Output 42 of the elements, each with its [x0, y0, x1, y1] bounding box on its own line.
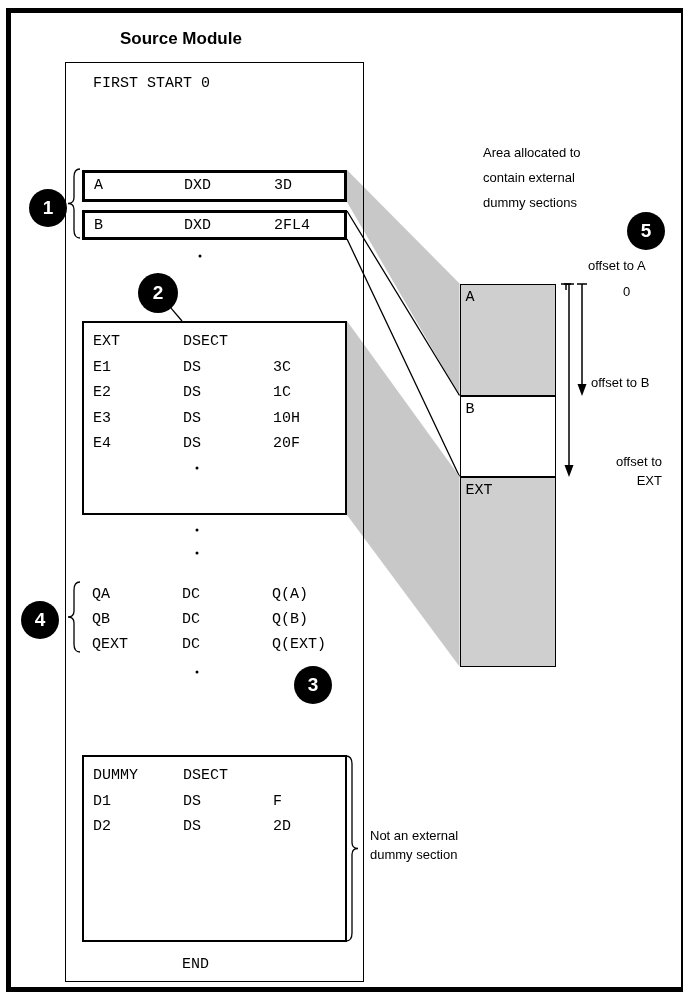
code-box: [82, 210, 347, 240]
callout-number: 2: [138, 273, 178, 313]
segment-label: A: [465, 288, 475, 306]
dimension-label: offset to B: [591, 374, 651, 392]
storage-segment: [459, 476, 556, 667]
segment-label: B: [465, 400, 475, 418]
storage-segment: [459, 283, 556, 396]
code-line: B DXD 2FL4: [94, 216, 311, 236]
code-box: [82, 170, 347, 202]
storage-segment: [459, 395, 556, 477]
code-line: FIRST START 0: [93, 75, 211, 92]
code-line: E2 DS 1C: [93, 383, 292, 404]
code-line: D1 DS F: [93, 791, 283, 812]
code-line: E1 DS 3C: [93, 357, 292, 378]
code-line: END: [182, 956, 209, 973]
code-line: E4 DS 20F: [93, 434, 301, 455]
code-line: QA DC Q(A): [92, 586, 309, 603]
code-line: QEXT DC Q(EXT): [92, 636, 327, 653]
dimension-label: offset to EXT: [615, 453, 662, 490]
code-line: D2 DS 2D: [93, 817, 292, 838]
callout-number: 1: [29, 189, 67, 227]
code-line: A DXD 3D: [94, 176, 293, 196]
area-caption: Area allocated to contain external dummy sections: [483, 144, 582, 212]
dimension-label: offset to A: [588, 257, 647, 275]
storage-area-column: [460, 284, 556, 667]
panel-heading: Source Module: [120, 29, 242, 49]
segment-label: EXT: [465, 481, 493, 499]
code-line: E3 DS 10H: [93, 408, 301, 429]
callout-number: 5: [627, 212, 665, 250]
callout-number: 4: [21, 601, 59, 639]
leader-line: [170, 307, 183, 322]
code-box: [82, 321, 347, 515]
code-box: [82, 755, 347, 942]
connector-lines: [346, 210, 461, 478]
dimension-label: 0: [623, 283, 632, 301]
code-line: EXT DSECT: [93, 332, 229, 352]
bracket-note: Not an external dummy section: [370, 827, 460, 864]
shaded-band: [347, 170, 460, 396]
callout-number: 3: [294, 666, 332, 704]
code-line: DUMMY DSECT: [93, 766, 229, 786]
code-line: QB DC Q(B): [92, 611, 309, 628]
shaded-band: [347, 321, 460, 667]
